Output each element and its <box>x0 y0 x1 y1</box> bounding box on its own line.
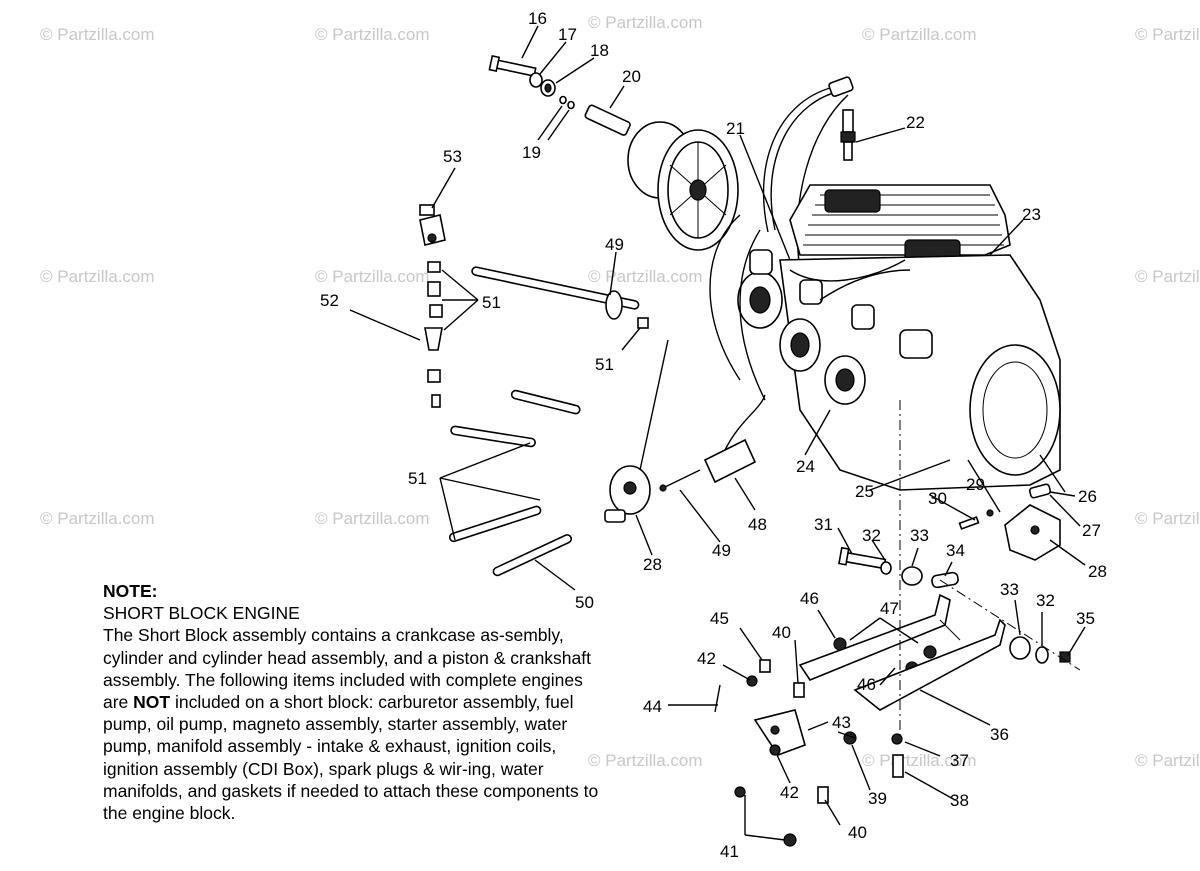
callout-label: 41 <box>720 842 739 861</box>
note-subheading: SHORT BLOCK ENGINE <box>103 603 300 624</box>
callout-label: 35 <box>1076 609 1095 628</box>
note-body-start: The Short Block assembly contains a cran… <box>103 625 592 713</box>
callout-label: 32 <box>862 526 881 545</box>
callout-label: 32 <box>1036 591 1055 610</box>
callout-label: 46 <box>800 589 819 608</box>
callout-label: 16 <box>528 9 547 28</box>
callout-label: 38 <box>950 791 969 810</box>
callout-label: 43 <box>832 713 851 732</box>
callout-label: 20 <box>622 67 641 86</box>
watermark: © Partzilla.com <box>588 267 703 286</box>
watermark: © Partzilla.com <box>40 25 155 44</box>
callout-label: 45 <box>710 609 729 628</box>
note-body-emphasis: NOT <box>133 692 171 713</box>
callout-label: 17 <box>558 25 577 44</box>
callout-label: 21 <box>726 119 745 138</box>
callout-label: 23 <box>1022 205 1041 224</box>
watermark: © Partzilla.com <box>862 25 977 44</box>
callout-label: 49 <box>605 235 624 254</box>
watermark: © Partzilla.com <box>1135 267 1200 286</box>
callout-label: 34 <box>946 541 965 560</box>
callout-label: 42 <box>697 649 716 668</box>
callout-label: 26 <box>1078 487 1097 506</box>
callout-label: 30 <box>928 489 947 508</box>
watermark: © Partzilla.com <box>588 13 703 32</box>
callout-label: 33 <box>910 526 929 545</box>
callout-label: 52 <box>320 291 339 310</box>
callout-label: 29 <box>966 475 985 494</box>
callout-label: 36 <box>990 725 1009 744</box>
watermark: © Partzilla.com <box>1135 751 1200 770</box>
callout-label: 27 <box>1082 521 1101 540</box>
callout-label: 31 <box>814 515 833 534</box>
callout-label: 44 <box>643 697 662 716</box>
fuel-pump-group <box>419 204 651 577</box>
watermark: © Partzilla.com <box>315 25 430 44</box>
watermark: © Partzilla.com <box>40 267 155 286</box>
drive-clutch-group <box>488 54 739 251</box>
watermark: © Partzilla.com <box>315 509 430 528</box>
watermark: © Partzilla.com <box>1135 25 1200 44</box>
callout-label: 42 <box>780 783 799 802</box>
callout-label: 48 <box>748 515 767 534</box>
callout-label: 46 <box>857 675 876 694</box>
callout-label: 40 <box>772 623 791 642</box>
watermark-layer: © Partzilla.com © Partzilla.com © Partzi… <box>40 13 1200 770</box>
callout-label: 22 <box>906 113 925 132</box>
callout-labels: 16 17 18 19 20 21 22 23 24 25 26 27 28 2… <box>320 9 1107 861</box>
watermark: © Partzilla.com <box>315 267 430 286</box>
watermark: © Partzilla.com <box>1135 509 1200 528</box>
callout-label: 19 <box>522 143 541 162</box>
callout-label: 39 <box>868 789 887 808</box>
callout-label: 37 <box>950 751 969 770</box>
note-heading: NOTE: <box>103 581 158 601</box>
callout-label: 28 <box>1088 562 1107 581</box>
callout-label: 50 <box>575 593 594 612</box>
engine-mount-group <box>714 400 1081 847</box>
callout-label: 53 <box>443 147 462 166</box>
short-block-note: NOTE: SHORT BLOCK ENGINE The Short Block… <box>103 580 603 824</box>
callout-label: 24 <box>796 457 815 476</box>
callout-label: 33 <box>1000 580 1019 599</box>
watermark: © Partzilla.com <box>588 751 703 770</box>
watermark: © Partzilla.com <box>862 751 977 770</box>
spark-plug-group <box>762 76 856 271</box>
callout-label: 51 <box>408 469 427 488</box>
callout-label: 47 <box>880 599 899 618</box>
callout-label: 49 <box>712 541 731 560</box>
note-body-end: included on a short block: carburetor as… <box>103 692 599 824</box>
callout-label: 25 <box>855 482 874 501</box>
callout-label: 28 <box>643 555 662 574</box>
watermark: © Partzilla.com <box>40 509 155 528</box>
engine-block <box>659 184 1061 492</box>
callout-label: 51 <box>482 293 501 312</box>
leader-lines <box>349 25 1086 841</box>
note-body: The Short Block assembly contains a cran… <box>103 624 603 824</box>
starter-group <box>958 483 1061 561</box>
callout-label: 18 <box>590 41 609 60</box>
callout-label: 51 <box>595 355 614 374</box>
callout-label: 40 <box>848 823 867 842</box>
